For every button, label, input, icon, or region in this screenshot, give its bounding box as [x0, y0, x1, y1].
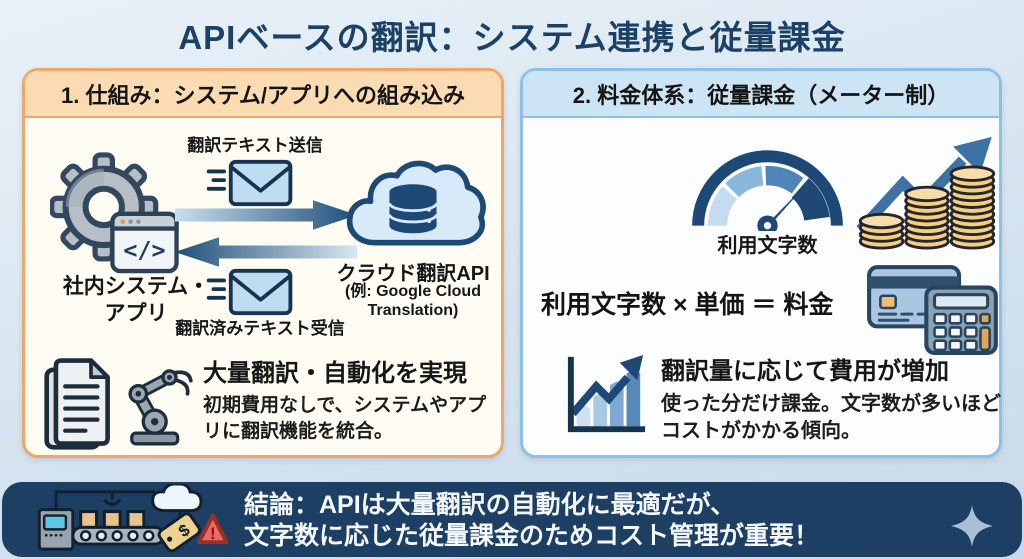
price-tag-icon: $ — [157, 512, 201, 553]
mechanism-panel: 1. 仕組み：システム/アプリへの組み込み </> 社内シス — [22, 68, 504, 458]
system-gear-code-icon: </> — [50, 152, 179, 274]
usage-gauge-label: 利用文字数 — [717, 235, 818, 257]
cost-title: 翻訳量に応じて費用が増加 — [661, 358, 949, 385]
pricing-formula: 利用文字数 × 単価 ＝ 料金 — [541, 291, 834, 319]
system-label: 社内システム・ アプリ — [62, 275, 210, 325]
database-icon — [388, 184, 438, 234]
benefit-block: 大量翻訳・自動化を実現 初期費用なしで、システムやアプリに翻訳機能を統合。 — [203, 353, 499, 445]
mechanism-panel-title: 1. 仕組み：システム/アプリへの組み込み — [61, 82, 465, 108]
card-calculator-icon — [867, 265, 998, 355]
request-arrow-icon — [175, 200, 358, 230]
cloud-api-label: クラウド翻訳API — [336, 263, 490, 285]
cloud-api-sublabel: (例: Google Cloud Translation) — [345, 283, 481, 319]
conclusion-line-1: 結論：APIは大量翻訳の自動化に最適だが、 — [244, 491, 736, 519]
envelope-receive-icon — [206, 268, 293, 316]
receive-label: 翻訳済みテキスト受信 — [175, 319, 345, 338]
factory-automation-icon: $ ! — [37, 484, 229, 553]
sparkle-icon — [951, 505, 993, 547]
conclusion-text: 結論：APIは大量翻訳の自動化に最適だが、 文字数に応じた従量課金のためコスト管… — [244, 490, 944, 552]
benefit-description: 初期費用なしで、システムやアプリに翻訳機能を統合。 — [203, 395, 487, 442]
warning-glyph: ! — [210, 524, 216, 543]
benefit-title: 大量翻訳・自動化を実現 — [203, 360, 467, 387]
coins-growth-icon — [856, 136, 996, 250]
page-title: APIベースの翻訳：システム連携と従量課金 — [178, 19, 846, 56]
documents-icon — [44, 358, 110, 450]
robot-arm-icon — [128, 369, 193, 446]
cloud-api-icon — [346, 160, 486, 246]
calculator-icon — [924, 285, 998, 355]
code-glyph: </> — [123, 236, 165, 264]
envelope-send-icon — [206, 159, 293, 207]
cost-description: 使った分だけ課金。文字数が多いほどコストがかかる傾向。 — [661, 393, 1001, 442]
usage-gauge-icon — [692, 150, 843, 231]
conclusion-banner: $ ! 結論：APIは大量翻訳の自動化に最適だが、 文字数に応じた従量課金のため… — [2, 482, 1022, 557]
cost-block: 翻訳量に応じて費用が増加 使った分だけ課金。文字数が多いほどコストがかかる傾向。 — [661, 351, 1005, 445]
response-arrow-icon — [174, 237, 357, 267]
send-label: 翻訳テキスト送信 — [187, 136, 323, 155]
pricing-panel-header: 2. 料金体系：従量課金（メーター制） — [523, 71, 999, 118]
code-window-icon: </> — [110, 211, 179, 274]
pricing-panel-title: 2. 料金体系：従量課金（メーター制） — [572, 82, 950, 108]
cloud-icon — [151, 484, 203, 513]
cost-chart-icon — [567, 354, 646, 433]
warning-icon: ! — [197, 513, 229, 545]
conclusion-line-2: 文字数に応じた従量課金のためコスト管理が重要！ — [244, 522, 820, 550]
pricing-panel: 2. 料金体系：従量課金（メーター制） 利用文字数 利用 — [520, 68, 1002, 458]
mechanism-panel-header: 1. 仕組み：システム/アプリへの組み込み — [25, 71, 501, 118]
